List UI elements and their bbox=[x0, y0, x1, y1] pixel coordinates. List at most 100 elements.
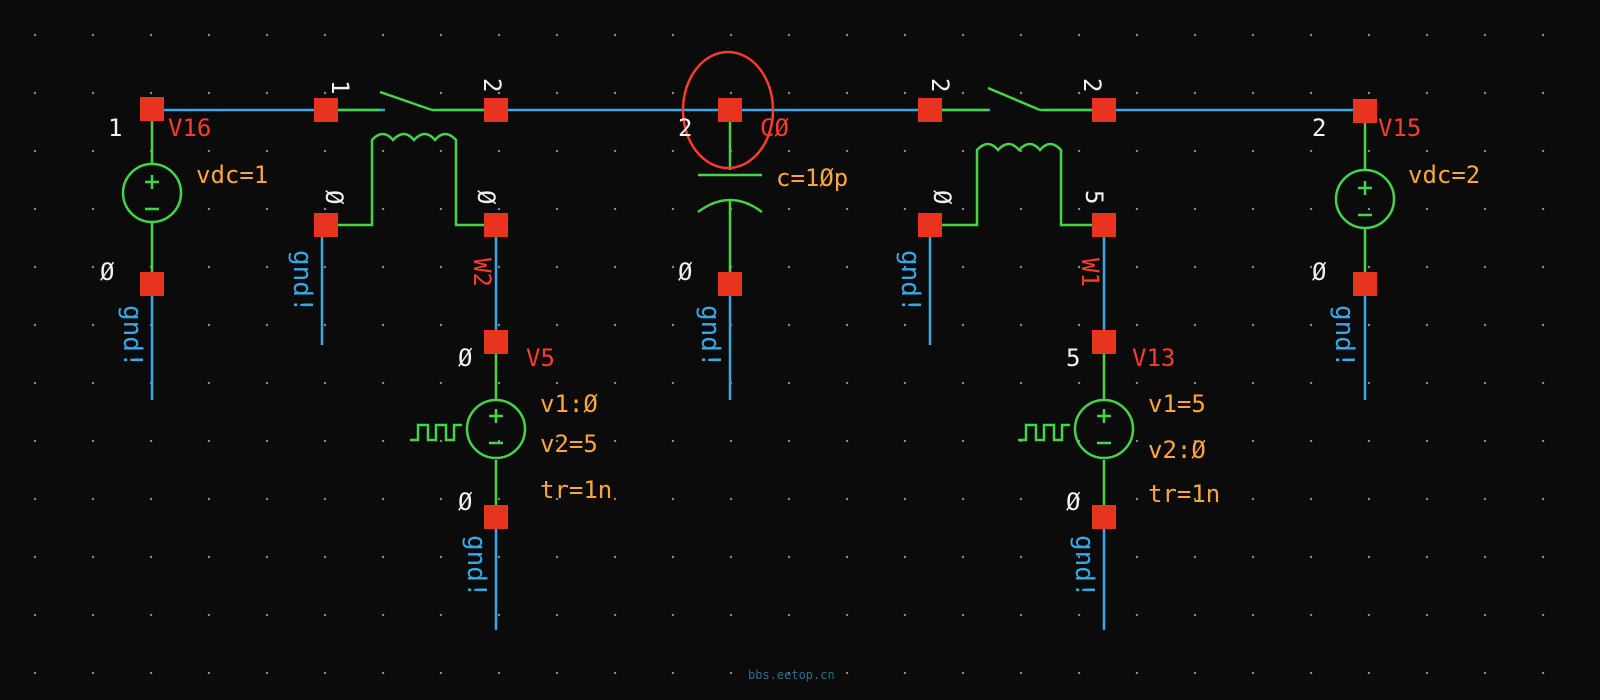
pin-v5-top[interactable] bbox=[484, 330, 508, 354]
grid-dot bbox=[1193, 613, 1197, 617]
gnd-label-v5: gnd! bbox=[461, 535, 491, 598]
grid-dot bbox=[1425, 497, 1429, 501]
grid-dot bbox=[1135, 149, 1139, 153]
instance-name-v15: V15 bbox=[1378, 114, 1421, 142]
grid-dot bbox=[33, 207, 37, 211]
param-v13-v2: v2:Ø bbox=[1148, 436, 1206, 464]
grid-dot bbox=[1483, 265, 1487, 269]
node-label-w1-ctrl-a: Ø bbox=[928, 190, 956, 205]
grid-dot bbox=[1541, 33, 1545, 37]
grid-dot bbox=[439, 439, 443, 443]
grid-dot bbox=[33, 613, 37, 617]
capacitor-c0[interactable] bbox=[681, 50, 775, 275]
grid-dot bbox=[1425, 381, 1429, 385]
grid-dot bbox=[555, 439, 559, 443]
grid-dot bbox=[555, 149, 559, 153]
grid-dot bbox=[787, 149, 791, 153]
grid-dot bbox=[729, 439, 733, 443]
pin-w2-out[interactable] bbox=[484, 98, 508, 122]
grid-dot bbox=[787, 381, 791, 385]
pin-w1-ctrl-b[interactable] bbox=[1092, 213, 1116, 237]
pin-w1-out[interactable] bbox=[1092, 98, 1116, 122]
grid-dot bbox=[439, 207, 443, 211]
grid-dot bbox=[265, 33, 269, 37]
grid-dot bbox=[265, 265, 269, 269]
grid-dot bbox=[1541, 265, 1545, 269]
grid-dot bbox=[845, 439, 849, 443]
grid-dot bbox=[1135, 613, 1139, 617]
instance-name-v16: V16 bbox=[168, 114, 211, 142]
grid-dot bbox=[1309, 613, 1313, 617]
grid-dot bbox=[671, 613, 675, 617]
pin-w2-in[interactable] bbox=[314, 98, 338, 122]
pin-c0-top[interactable] bbox=[718, 98, 742, 122]
grid-dot bbox=[1135, 497, 1139, 501]
pin-v13-bottom[interactable] bbox=[1092, 505, 1116, 529]
pin-v13-top[interactable] bbox=[1092, 330, 1116, 354]
node-label-w2-ctrl-a: Ø bbox=[320, 190, 348, 205]
grid-dot bbox=[1077, 207, 1081, 211]
grid-dot bbox=[265, 439, 269, 443]
node-label-w1-ctrl-b: 5 bbox=[1080, 190, 1108, 204]
pin-c0-bottom[interactable] bbox=[718, 272, 742, 296]
grid-dot bbox=[555, 613, 559, 617]
source-v13[interactable] bbox=[1018, 352, 1135, 505]
grid-dot bbox=[91, 265, 95, 269]
grid-dot bbox=[381, 439, 385, 443]
pin-v16-bottom[interactable] bbox=[140, 272, 164, 296]
grid-dot bbox=[439, 671, 443, 675]
grid-dot bbox=[323, 439, 327, 443]
pin-w2-ctrl-a[interactable] bbox=[314, 213, 338, 237]
grid-dot bbox=[91, 207, 95, 211]
grid-dot bbox=[1077, 265, 1081, 269]
grid-dot bbox=[1135, 439, 1139, 443]
grid-dot bbox=[381, 207, 385, 211]
pin-v15-bottom[interactable] bbox=[1353, 272, 1377, 296]
grid-dot bbox=[961, 149, 965, 153]
grid-dot bbox=[91, 671, 95, 675]
grid-dot bbox=[729, 555, 733, 559]
grid-dot bbox=[323, 323, 327, 327]
grid-dot bbox=[1483, 439, 1487, 443]
grid-dot bbox=[1019, 323, 1023, 327]
grid-dot bbox=[903, 91, 907, 95]
grid-dot bbox=[787, 497, 791, 501]
node-label-v13-bottom: Ø bbox=[1066, 488, 1081, 516]
grid-dot bbox=[91, 555, 95, 559]
grid-dot bbox=[1077, 149, 1081, 153]
grid-dot bbox=[33, 149, 37, 153]
switch-w2[interactable] bbox=[326, 90, 495, 227]
grid-dot bbox=[1541, 497, 1545, 501]
grid-dot bbox=[729, 613, 733, 617]
grid-dot bbox=[787, 91, 791, 95]
grid-dot bbox=[381, 381, 385, 385]
pin-w2-ctrl-b[interactable] bbox=[484, 213, 508, 237]
pin-w1-ctrl-a[interactable] bbox=[918, 213, 942, 237]
grid-dot bbox=[323, 149, 327, 153]
grid-dot bbox=[671, 149, 675, 153]
grid-dot bbox=[961, 671, 965, 675]
grid-dot bbox=[207, 381, 211, 385]
node-label-v5-top: Ø bbox=[458, 344, 473, 372]
source-v5[interactable] bbox=[410, 350, 527, 505]
grid-dot bbox=[265, 671, 269, 675]
grid-dot bbox=[671, 91, 675, 95]
node-label-v13-top: 5 bbox=[1066, 344, 1080, 372]
pin-v16-top[interactable] bbox=[140, 97, 164, 121]
grid-dot bbox=[1309, 149, 1313, 153]
grid-dot bbox=[961, 265, 965, 269]
grid-dot bbox=[671, 555, 675, 559]
pin-v5-bottom[interactable] bbox=[484, 505, 508, 529]
grid-dot bbox=[1309, 497, 1313, 501]
pin-v15-top[interactable] bbox=[1353, 99, 1377, 123]
grid-dot bbox=[265, 497, 269, 501]
grid-dot bbox=[439, 613, 443, 617]
grid-dot bbox=[1193, 439, 1197, 443]
grid-dot bbox=[1135, 381, 1139, 385]
grid-dot bbox=[1425, 207, 1429, 211]
node-label-w1-in: 2 bbox=[926, 78, 954, 92]
grid-dot bbox=[33, 671, 37, 675]
pin-w1-in[interactable] bbox=[918, 98, 942, 122]
node-label-c0-bottom: Ø bbox=[678, 258, 693, 286]
